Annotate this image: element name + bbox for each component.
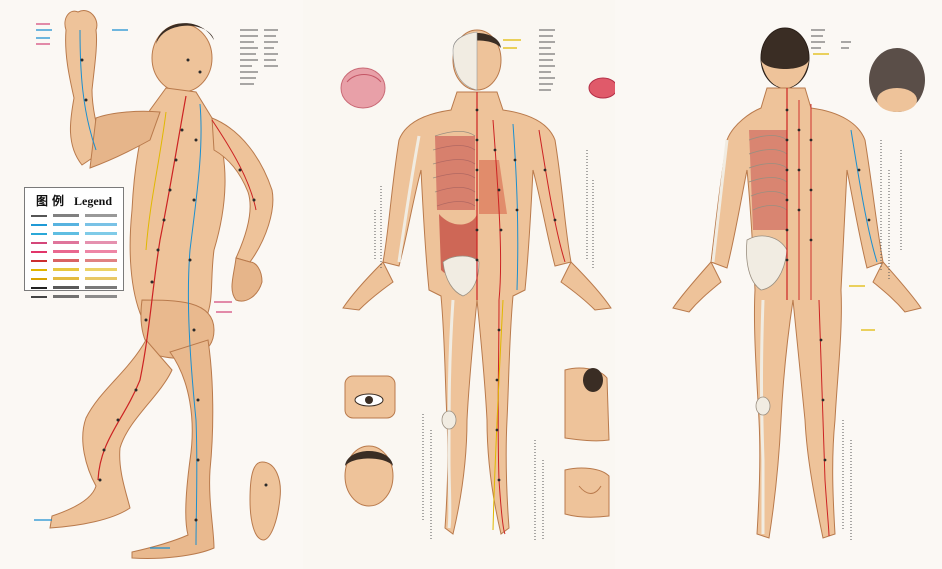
legend-title-en: Legend bbox=[74, 194, 112, 208]
legend-entry-mark bbox=[53, 250, 79, 253]
legend-line-swatch bbox=[31, 242, 47, 244]
legend-line-swatch bbox=[31, 260, 47, 262]
legend-entry-mark bbox=[85, 241, 117, 244]
legend-entry-mark bbox=[53, 277, 79, 280]
legend-entry-mark bbox=[85, 250, 117, 253]
legend-entry-mark bbox=[53, 214, 79, 217]
legend-entry-mark bbox=[85, 223, 117, 226]
legend-entry-mark bbox=[53, 259, 79, 262]
legend-line-swatch bbox=[31, 296, 47, 298]
front-view-figure bbox=[303, 0, 615, 569]
back-view-figure bbox=[615, 0, 942, 569]
legend-row bbox=[31, 275, 119, 283]
legend-line-swatch bbox=[31, 215, 47, 217]
legend-title: 图例 Legend bbox=[25, 192, 123, 209]
legend-row bbox=[31, 212, 119, 220]
legend-row bbox=[31, 293, 119, 301]
legend-rows bbox=[31, 212, 119, 302]
legend-title-cn: 图例 bbox=[36, 194, 68, 208]
legend-entry-mark bbox=[85, 232, 117, 235]
legend-row bbox=[31, 239, 119, 247]
legend-row bbox=[31, 248, 119, 256]
legend: 图例 Legend bbox=[24, 187, 124, 291]
front-view-panel bbox=[303, 0, 616, 569]
legend-entry-mark bbox=[53, 286, 79, 289]
legend-entry-mark bbox=[53, 232, 79, 235]
legend-row bbox=[31, 284, 119, 292]
legend-entry-mark bbox=[85, 277, 117, 280]
legend-entry-mark bbox=[85, 286, 117, 289]
legend-entry-mark bbox=[53, 241, 79, 244]
legend-row bbox=[31, 230, 119, 238]
legend-entry-mark bbox=[53, 295, 79, 298]
legend-row bbox=[31, 266, 119, 274]
legend-line-swatch bbox=[31, 287, 47, 289]
legend-line-swatch bbox=[31, 251, 47, 253]
legend-line-swatch bbox=[31, 224, 47, 226]
legend-row bbox=[31, 221, 119, 229]
legend-line-swatch bbox=[31, 269, 47, 271]
legend-entry-mark bbox=[85, 295, 117, 298]
legend-entry-mark bbox=[85, 259, 117, 262]
legend-row bbox=[31, 257, 119, 265]
legend-line-swatch bbox=[31, 233, 47, 235]
legend-entry-mark bbox=[53, 223, 79, 226]
legend-line-swatch bbox=[31, 278, 47, 280]
back-view-panel bbox=[615, 0, 942, 569]
legend-entry-mark bbox=[85, 268, 117, 271]
side-view-panel: 图例 Legend bbox=[0, 0, 304, 569]
legend-entry-mark bbox=[53, 268, 79, 271]
legend-entry-mark bbox=[85, 214, 117, 217]
